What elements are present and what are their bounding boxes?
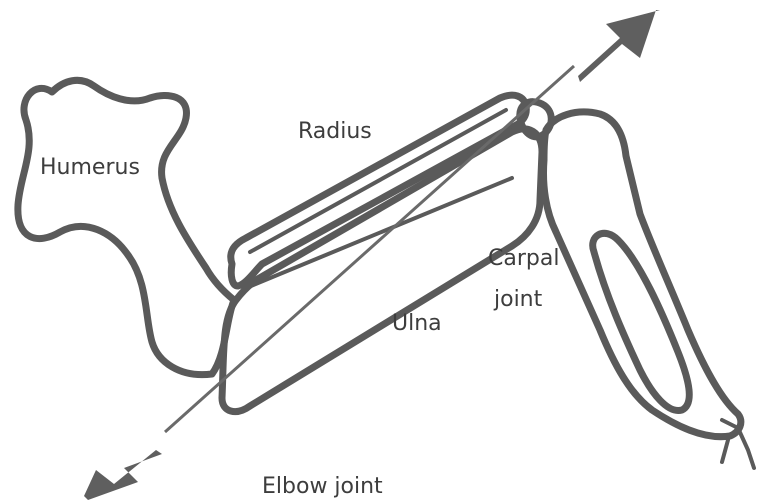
- toe-tip-2: [722, 440, 728, 462]
- ulna-label: Ulna: [392, 311, 442, 336]
- elbow-label: Elbow joint: [262, 474, 383, 499]
- radius-inner-line: [250, 110, 506, 252]
- metacarpal-inner-bone: [593, 233, 690, 410]
- humerus-outline: [18, 80, 234, 374]
- carpal-label-line1: Carpal: [488, 246, 559, 271]
- arrow-up-right-icon: [84, 450, 162, 500]
- carpal-label-line2: joint: [493, 287, 543, 312]
- arrow-down-left-icon: [578, 10, 660, 82]
- humerus-label: Humerus: [40, 155, 140, 180]
- radius-label: Radius: [298, 119, 372, 144]
